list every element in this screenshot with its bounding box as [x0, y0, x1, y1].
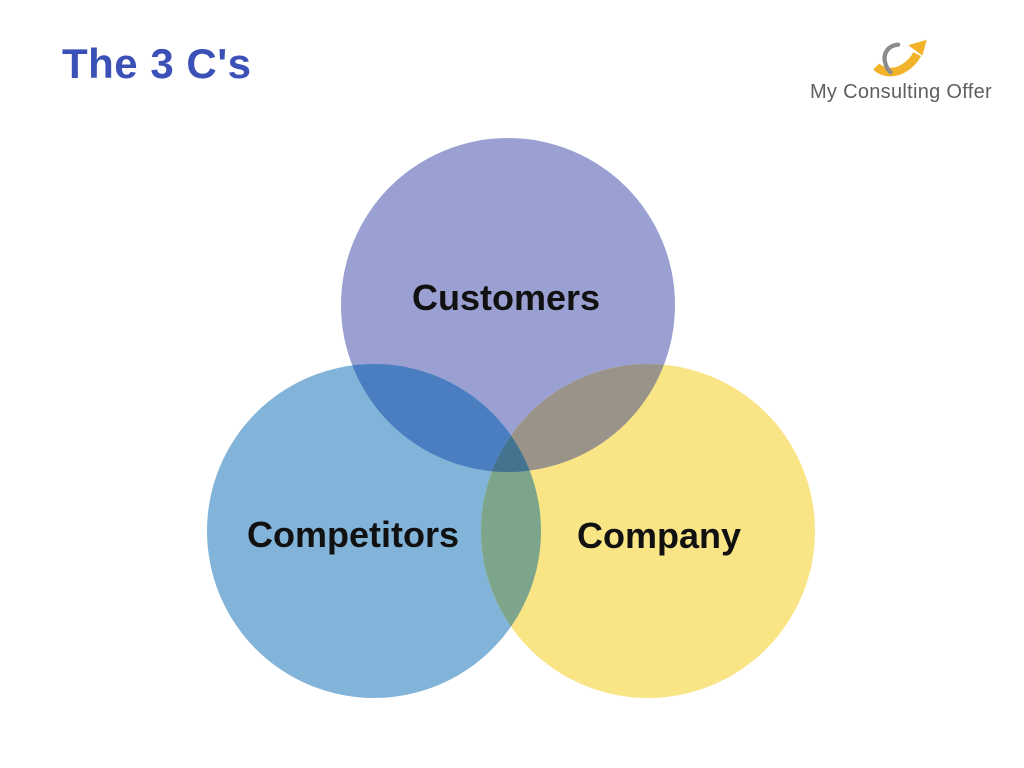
overlap-customers-competitors	[341, 364, 541, 472]
swoosh-arrow-up-right-icon	[873, 39, 927, 77]
logo-arrow-shaft	[873, 52, 922, 77]
label-customers: Customers	[412, 277, 600, 318]
logo-arrow-head	[908, 39, 927, 56]
label-competitors: Competitors	[247, 514, 459, 555]
logo: My Consulting Offer	[796, 38, 1006, 104]
overlap-customers-company	[481, 364, 675, 472]
label-company: Company	[577, 515, 741, 556]
logo-text: My Consulting Offer	[809, 81, 993, 103]
page-title: The 3 C's	[62, 40, 252, 87]
logo-crescent	[882, 42, 901, 75]
